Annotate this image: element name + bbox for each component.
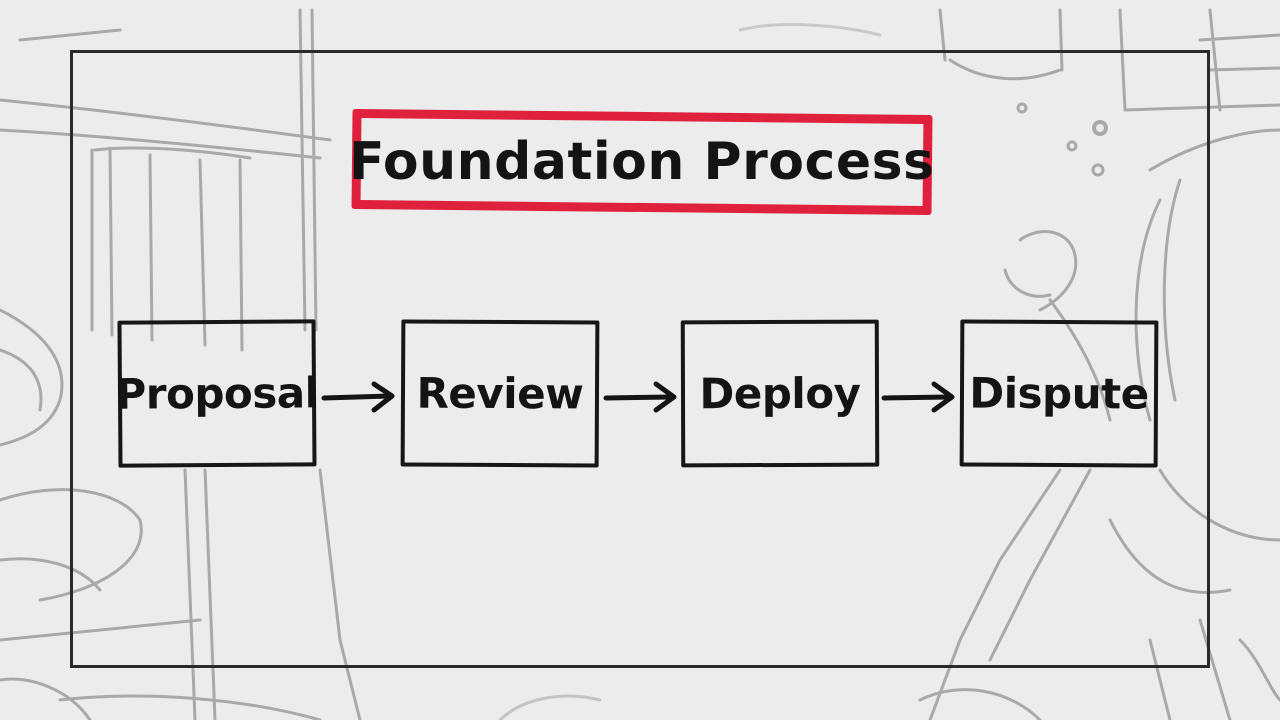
right-arrow-icon [881,381,955,413]
step-label-proposal: Proposal [115,368,319,419]
step-label-deploy: Deploy [699,368,861,419]
step-box-review: Review [400,319,600,468]
step-box-proposal: Proposal [115,319,319,468]
step-box-deploy: Deploy [680,319,880,468]
right-arrow-icon [603,381,677,413]
outer-frame [70,50,1210,668]
title-box: Foundation Process [349,108,935,216]
step-label-review: Review [416,368,584,419]
diagram-title: Foundation Process [349,132,935,192]
step-box-dispute: Dispute [959,319,1159,468]
right-arrow-icon [321,381,395,413]
step-label-dispute: Dispute [969,368,1149,419]
